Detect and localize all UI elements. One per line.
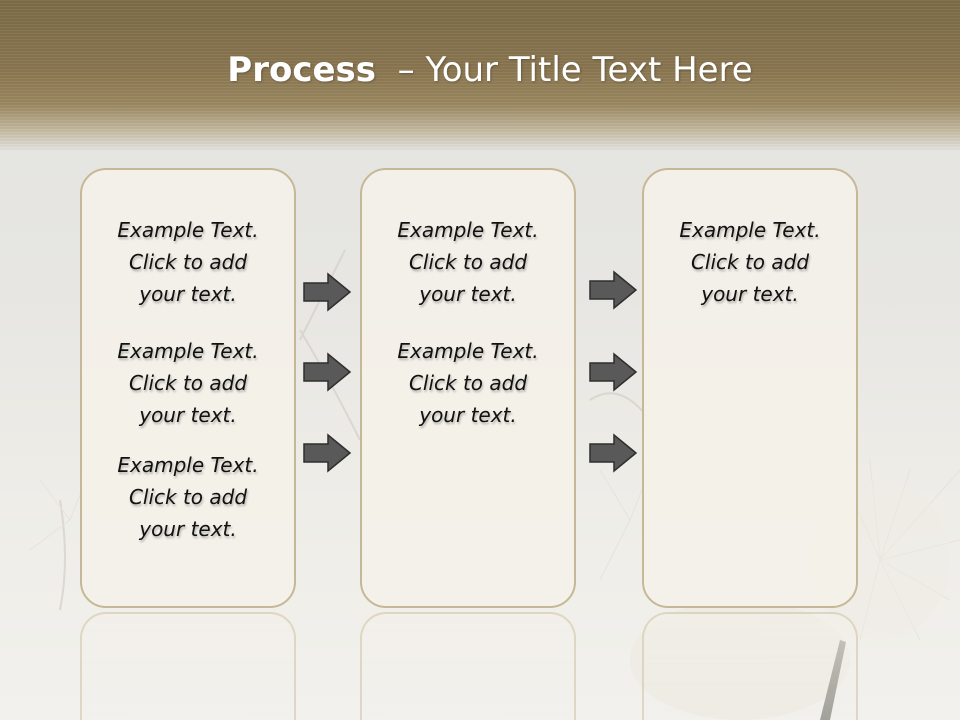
text-line: Example Text. bbox=[117, 339, 259, 363]
text-placeholder[interactable]: Example Text. Click to add your text. bbox=[82, 214, 294, 310]
right-arrow-icon bbox=[303, 433, 352, 473]
text-line: Click to add bbox=[128, 485, 248, 509]
process-box-3[interactable]: Example Text. Click to add your text. bbox=[642, 168, 858, 608]
text-line: your text. bbox=[701, 282, 799, 306]
text-placeholder[interactable]: Example Text. Click to add your text. bbox=[362, 335, 574, 431]
text-line: Example Text. bbox=[117, 218, 259, 242]
text-line: your text. bbox=[419, 403, 517, 427]
right-arrow-icon bbox=[303, 352, 352, 392]
right-arrow-icon bbox=[589, 270, 638, 310]
box-reflection bbox=[642, 612, 858, 720]
title-banner bbox=[0, 0, 960, 150]
text-line: Example Text. bbox=[117, 453, 259, 477]
text-placeholder[interactable]: Example Text. Click to add your text. bbox=[82, 449, 294, 545]
text-line: Click to add bbox=[128, 250, 248, 274]
text-line: your text. bbox=[419, 282, 517, 306]
text-line: your text. bbox=[139, 403, 237, 427]
right-arrow-icon bbox=[589, 433, 638, 473]
text-placeholder[interactable]: Example Text. Click to add your text. bbox=[644, 214, 856, 310]
text-placeholder[interactable]: Example Text. Click to add your text. bbox=[362, 214, 574, 310]
title-space bbox=[376, 50, 398, 90]
slide-title[interactable]: Process – Your Title Text Here bbox=[0, 50, 960, 90]
text-line: your text. bbox=[139, 517, 237, 541]
box-reflection bbox=[360, 612, 576, 720]
right-arrow-icon bbox=[303, 272, 352, 312]
box-reflection bbox=[80, 612, 296, 720]
text-line: Example Text. bbox=[397, 218, 539, 242]
process-box-1[interactable]: Example Text. Click to add your text. Ex… bbox=[80, 168, 296, 608]
process-box-2[interactable]: Example Text. Click to add your text. Ex… bbox=[360, 168, 576, 608]
text-line: Example Text. bbox=[397, 339, 539, 363]
text-placeholder[interactable]: Example Text. Click to add your text. bbox=[82, 335, 294, 431]
title-bold-word: Process bbox=[227, 50, 377, 90]
text-line: Click to add bbox=[408, 250, 528, 274]
text-line: Example Text. bbox=[679, 218, 821, 242]
title-rest: – Your Title Text Here bbox=[397, 50, 753, 90]
text-line: your text. bbox=[139, 282, 237, 306]
text-line: Click to add bbox=[128, 371, 248, 395]
right-arrow-icon bbox=[589, 352, 638, 392]
text-line: Click to add bbox=[690, 250, 810, 274]
text-line: Click to add bbox=[408, 371, 528, 395]
